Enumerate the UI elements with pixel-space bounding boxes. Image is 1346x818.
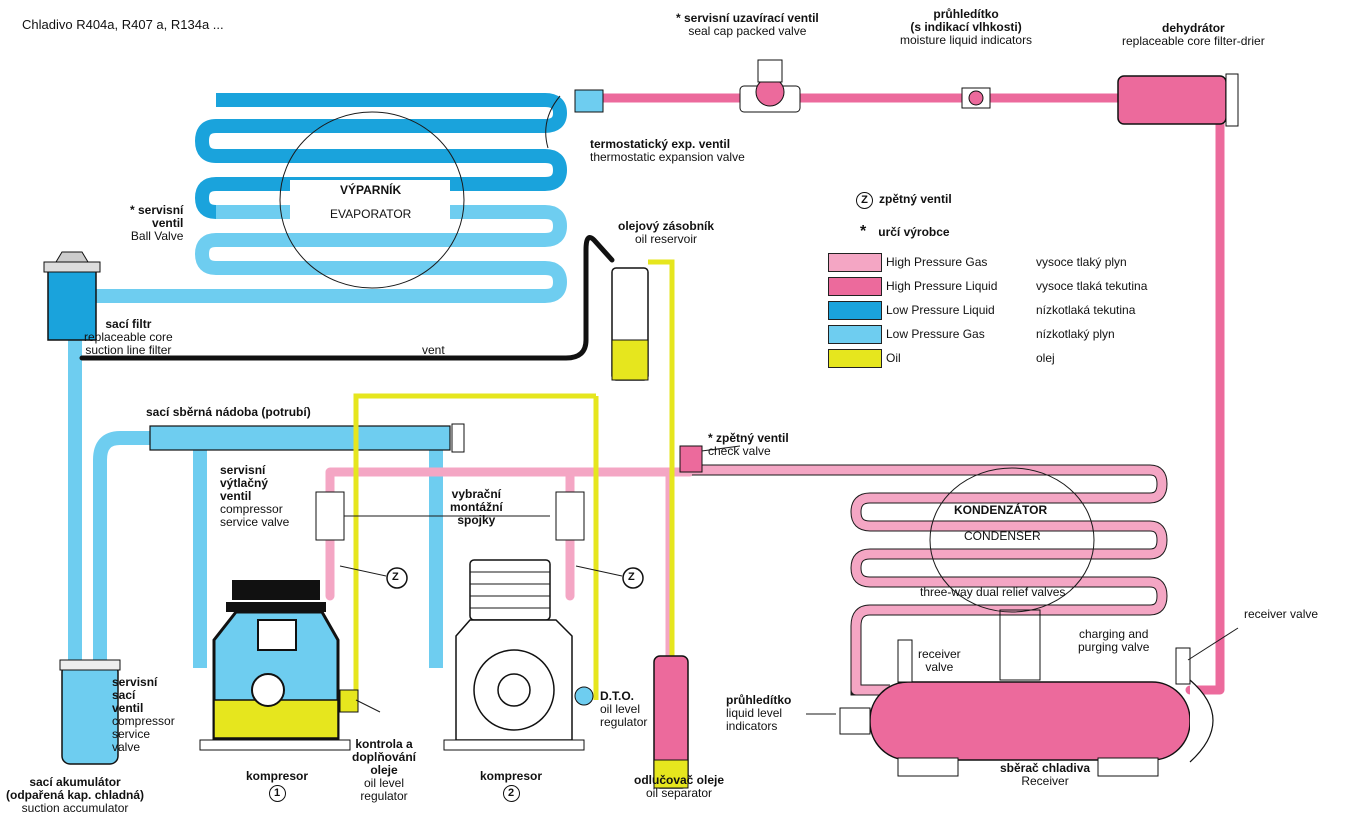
suction-valve-en-3: valve bbox=[112, 741, 175, 754]
seal-valve-label: * servisní uzavírací ventil seal cap pac… bbox=[676, 12, 819, 38]
legend-swatch-1 bbox=[828, 277, 882, 296]
evaporator-cz: VÝPARNÍK bbox=[340, 184, 401, 197]
vibration-label: vybrační montážní spojky bbox=[450, 488, 503, 527]
txv-label: termostatický exp. ventil thermostatic e… bbox=[590, 138, 745, 164]
condenser-en: CONDENSER bbox=[964, 530, 1041, 543]
charging-2: purging valve bbox=[1078, 641, 1149, 654]
legend-row-1: High Pressure Liquid vysoce tlaká tekuti… bbox=[828, 277, 1188, 297]
compressor-1-number: 1 bbox=[269, 785, 286, 802]
legend-cz-2: nízkotlaká tekutina bbox=[1036, 303, 1135, 317]
check-symbol-icon: Z bbox=[856, 192, 873, 209]
relief-valves-label: three-way dual relief valves bbox=[920, 586, 1065, 599]
compressor-2-label: kompresor 2 bbox=[480, 770, 542, 802]
evaporator-coil bbox=[202, 100, 560, 296]
compressor-2-number: 2 bbox=[503, 785, 520, 802]
oil-separator-label: odlučovač oleje oil separator bbox=[634, 774, 724, 800]
legend-cz-1: vysoce tlaká tekutina bbox=[1036, 279, 1147, 293]
suction-accumulator bbox=[60, 660, 120, 764]
legend-en-0: High Pressure Gas bbox=[886, 255, 987, 269]
ball-valve-label: * servisní ventil Ball Valve bbox=[130, 204, 183, 243]
dryer-label: dehydrátor replaceable core filter-drier bbox=[1122, 22, 1265, 48]
dto-label: D.T.O. oil level regulator bbox=[600, 690, 647, 729]
star-symbol-label: určí výrobce bbox=[878, 225, 949, 239]
check-valve-label: * zpětný ventil check valve bbox=[708, 432, 789, 458]
receiver-valve-right: receiver valve bbox=[1244, 608, 1318, 621]
compressor-2-text: kompresor bbox=[480, 770, 542, 783]
legend-en-3: Low Pressure Gas bbox=[886, 327, 985, 341]
oil-reservoir-en: oil reservoir bbox=[618, 233, 714, 246]
legend-cz-0: vysoce tlaký plyn bbox=[1036, 255, 1127, 269]
suction-header-label: sací sběrná nádoba (potrubí) bbox=[146, 406, 311, 419]
ball-valve-en: Ball Valve bbox=[130, 230, 183, 243]
legend-swatch-2 bbox=[828, 301, 882, 320]
legend-row-2: Low Pressure Liquid nízkotlaká tekutina bbox=[828, 301, 1188, 321]
charging-valve-label: charging and purging valve bbox=[1078, 628, 1149, 654]
suction-filter-en-2: suction line filter bbox=[84, 344, 173, 357]
legend-en-1: High Pressure Liquid bbox=[886, 279, 997, 293]
symbol-star: * určí výrobce bbox=[860, 223, 950, 241]
level-indicator-label: průhledítko liquid level indicators bbox=[726, 694, 791, 733]
receiver-en: Receiver bbox=[1000, 775, 1090, 788]
compressor-1-text: kompresor bbox=[246, 770, 308, 783]
check-symbol-label: zpětný ventil bbox=[879, 192, 952, 206]
dto-en-2: regulator bbox=[600, 716, 647, 729]
receiver-valve-mid: receiver valve bbox=[918, 648, 961, 674]
legend-row-4: Oil olej bbox=[828, 349, 1188, 369]
legend-swatch-4 bbox=[828, 349, 882, 368]
suction-valve-label: servisní sací ventil compressor service … bbox=[112, 676, 175, 754]
suction-filter-label: sací filtr replaceable core suction line… bbox=[84, 318, 173, 357]
check-z-mark-1: Z bbox=[392, 571, 399, 584]
star-symbol-icon: * bbox=[860, 223, 866, 240]
check-valve-en: check valve bbox=[708, 445, 789, 458]
accumulator-en: suction accumulator bbox=[6, 802, 144, 815]
legend-en-2: Low Pressure Liquid bbox=[886, 303, 995, 317]
dryer-en: replaceable core filter-drier bbox=[1122, 35, 1265, 48]
legend-row-3: Low Pressure Gas nízkotlaký plyn bbox=[828, 325, 1188, 345]
refrigerant-note: Chladivo R404a, R407 a, R134a ... bbox=[22, 18, 224, 31]
vibration-cz-3: spojky bbox=[450, 514, 503, 527]
legend-cz-4: olej bbox=[1036, 351, 1055, 365]
evaporator-en: EVAPORATOR bbox=[330, 208, 411, 221]
oil-separator-en: oil separator bbox=[634, 787, 724, 800]
compressor-1-label: kompresor 1 bbox=[246, 770, 308, 802]
legend-swatch-3 bbox=[828, 325, 882, 344]
receiver-valve-mid-2: valve bbox=[918, 661, 961, 674]
condenser-cz: KONDENZÁTOR bbox=[954, 504, 1047, 517]
oil-control-en-2: regulator bbox=[352, 790, 416, 803]
sight-glass-en: moisture liquid indicators bbox=[900, 34, 1032, 47]
legend-en-4: Oil bbox=[886, 351, 901, 365]
txv-en: thermostatic expansion valve bbox=[590, 151, 745, 164]
seal-valve-en: seal cap packed valve bbox=[676, 25, 819, 38]
vent-label: vent bbox=[422, 344, 445, 357]
legend-row-0: High Pressure Gas vysoce tlaký plyn bbox=[828, 253, 1188, 273]
discharge-valve-en-2: service valve bbox=[220, 516, 289, 529]
oil-control-label: kontrola a doplňování oleje oil level re… bbox=[352, 738, 416, 803]
oil-reservoir-label: olejový zásobník oil reservoir bbox=[618, 220, 714, 246]
receiver bbox=[840, 610, 1213, 776]
legend-swatch-0 bbox=[828, 253, 882, 272]
compressor-1 bbox=[200, 580, 358, 750]
accumulator-label: sací akumulátor (odpařená kap. chladná) … bbox=[6, 776, 144, 815]
level-indicator-en-2: indicators bbox=[726, 720, 791, 733]
sight-glass-label: průhledítko (s indikací vlhkosti) moistu… bbox=[900, 8, 1032, 47]
legend-cz-3: nízkotlaký plyn bbox=[1036, 327, 1115, 341]
discharge-valve-label: servisní výtlačný ventil compressor serv… bbox=[220, 464, 289, 529]
check-z-mark-2: Z bbox=[628, 571, 635, 584]
receiver-label: sběrač chladiva Receiver bbox=[1000, 762, 1090, 788]
